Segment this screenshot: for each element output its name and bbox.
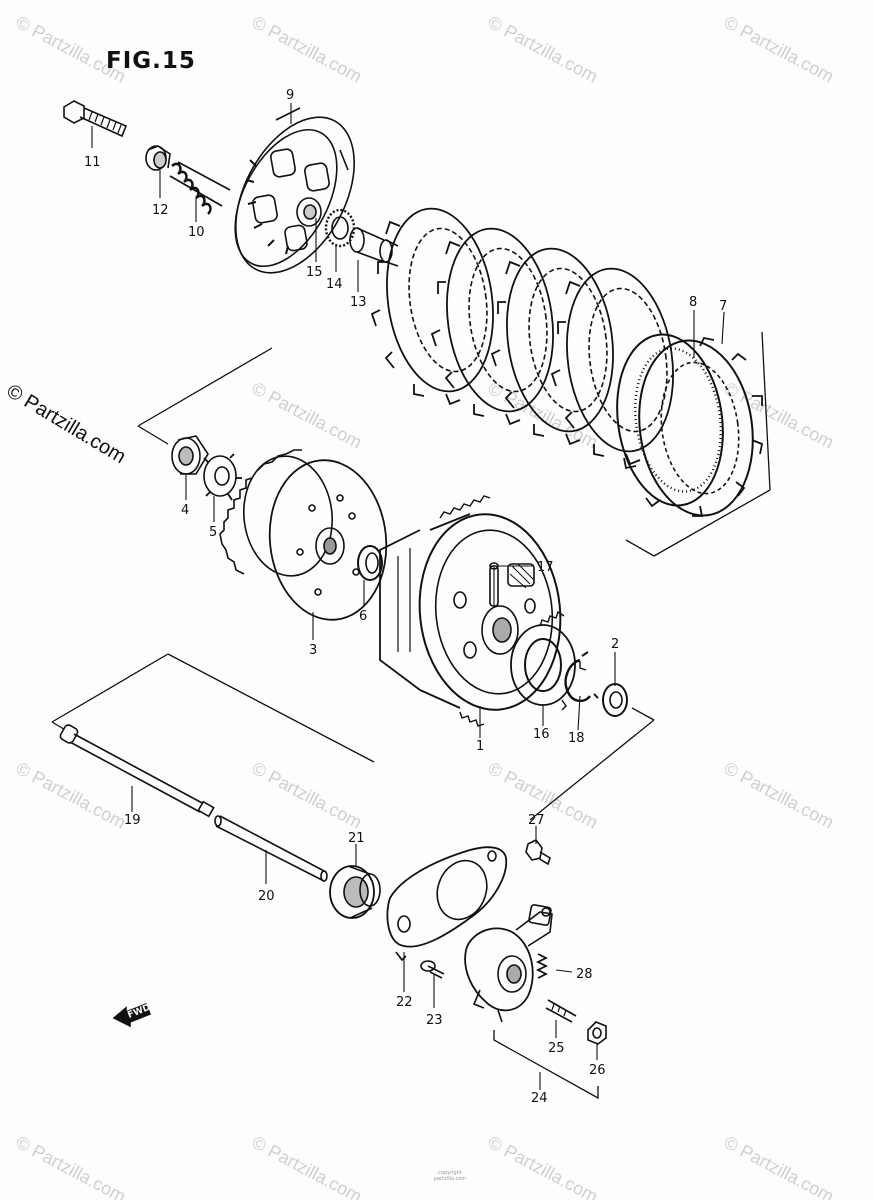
callout-25: 25 [548, 1041, 565, 1056]
callout-24: 24 [531, 1091, 548, 1106]
friction-plate [490, 247, 614, 446]
part-11-bolt[interactable] [63, 100, 128, 138]
footer-line-2: partzilla.com [433, 1176, 467, 1182]
callout-16: 16 [533, 727, 550, 742]
part-1-primary-driven-gear[interactable] [379, 495, 570, 727]
callout-20: 20 [258, 889, 275, 904]
part-22-gasket[interactable] [386, 846, 508, 962]
callout-5: 5 [209, 525, 217, 540]
part-18-circlip[interactable] [564, 651, 599, 703]
callout-4: 4 [181, 503, 189, 518]
callout-15: 15 [306, 265, 323, 280]
callout-10: 10 [188, 225, 205, 240]
part-4-bearing[interactable] [171, 435, 209, 475]
part-23-bolt[interactable] [420, 960, 445, 979]
part-3-clutch-sleeve-hub[interactable] [219, 449, 394, 626]
part-25-screw[interactable] [545, 999, 577, 1023]
callout-13: 13 [350, 295, 367, 310]
callout-3: 3 [309, 643, 317, 658]
callout-12: 12 [152, 203, 169, 218]
part-9-pressure-plate[interactable] [211, 97, 378, 292]
friction-plate [550, 267, 674, 466]
callout-27: 27 [528, 813, 545, 828]
leader-lines [91, 103, 725, 1090]
callout-11: 11 [84, 155, 101, 170]
callout-26: 26 [589, 1063, 606, 1078]
friction-plate [430, 227, 554, 426]
part-16-gear[interactable] [510, 610, 587, 711]
part-7-friction-plate [623, 336, 764, 517]
callout-labels: 11 12 10 9 15 14 13 8 7 4 5 6 3 17 2 16 … [84, 88, 727, 1106]
callout-23: 23 [426, 1013, 443, 1028]
part-20-push-rod[interactable] [214, 815, 328, 882]
part-13-push-piece[interactable] [349, 227, 399, 267]
callout-21: 21 [348, 831, 365, 846]
callout-9: 9 [286, 88, 294, 103]
callout-6: 6 [359, 609, 367, 624]
footer-line-1: copyright [438, 1170, 462, 1176]
callout-28: 28 [576, 967, 593, 982]
part-10-spring[interactable] [169, 161, 231, 215]
part-21-bearing[interactable] [329, 865, 381, 919]
part-19-push-rod[interactable] [59, 724, 215, 818]
clutch-plate-stack[interactable] [370, 202, 764, 523]
callout-22: 22 [396, 995, 413, 1010]
part-2-washer[interactable] [602, 683, 628, 717]
part-5-lock-washer[interactable] [203, 453, 242, 501]
part-14-bearing[interactable] [324, 208, 356, 248]
plate-group-frame [137, 331, 771, 557]
callout-18: 18 [568, 731, 585, 746]
part-12-collar[interactable] [145, 145, 171, 171]
callout-2: 2 [611, 637, 619, 652]
footer-copyright: copyright partzilla.com [380, 1170, 520, 1182]
part-27-bolt[interactable] [525, 838, 551, 866]
hub-group-frame [51, 653, 655, 821]
callout-7: 7 [719, 299, 727, 314]
callout-19: 19 [124, 813, 141, 828]
part-26-nut[interactable] [587, 1021, 607, 1045]
friction-plate [370, 207, 494, 406]
callout-14: 14 [326, 277, 343, 292]
callout-1: 1 [476, 739, 484, 754]
part-8-drive-plate [616, 333, 724, 507]
callout-8: 8 [689, 295, 697, 310]
callout-17: 17 [537, 560, 554, 575]
figure-title: FIG.15 [106, 48, 196, 74]
fwd-arrow-icon [112, 1002, 152, 1028]
part-24-release-assembly[interactable] [464, 904, 553, 1023]
part-6-thrust-washer[interactable] [357, 545, 383, 581]
assembly-24-bracket [493, 1030, 599, 1100]
part-28-spring[interactable] [535, 953, 549, 979]
